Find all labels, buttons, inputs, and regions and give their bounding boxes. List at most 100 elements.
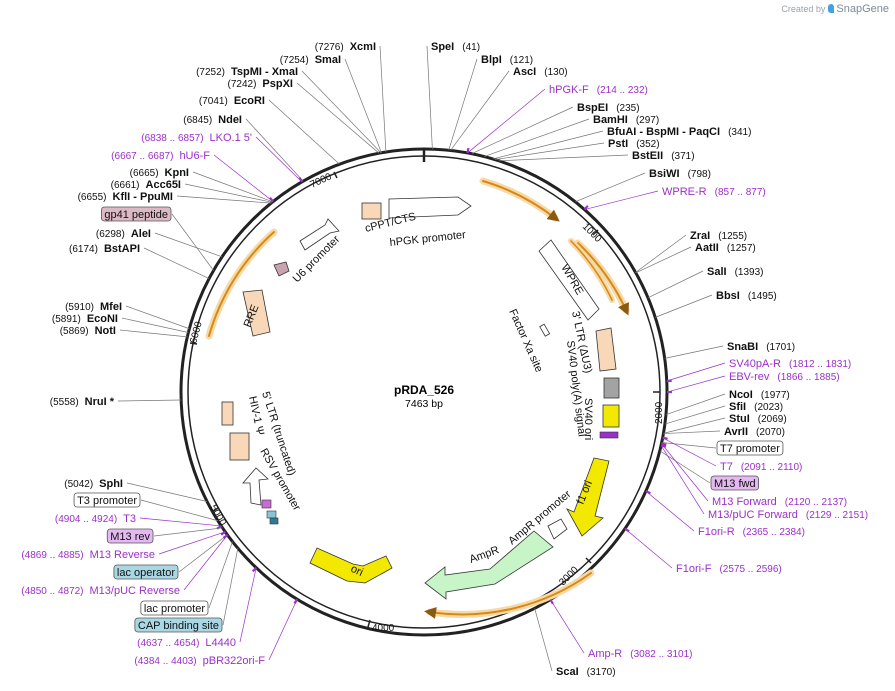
site-name-snabi: SnaBI [727,341,758,353]
site-label-acc65i[interactable]: Acc65I(6661) [111,179,181,191]
leader-line-ncoi [665,393,726,416]
leader-line-smai [344,58,382,153]
site-name-m13-fwd: M13 fwd [714,478,756,490]
primer-mark-m13-puc-forward [660,444,667,448]
site-label-sali[interactable]: SalI(1393) [707,266,763,278]
site-label-ncoi[interactable]: NcoI(1977) [729,389,790,401]
site-label-blpi[interactable]: BlpI(121) [481,54,533,66]
site-label-bstapi[interactable]: BstAPI(6174) [69,243,140,255]
site-label-smai[interactable]: SmaI(7254) [280,54,341,66]
site-label-amp-r[interactable]: Amp-R(3082 .. 3101) [588,648,693,660]
site-label-hu6-f[interactable]: hU6-F(6667 .. 6687) [111,150,210,162]
site-label-m13-forward[interactable]: M13 Forward (2120 .. 2137) [712,496,847,508]
site-label-m13-puc-reverse[interactable]: M13/pUC Reverse(4850 .. 4872) [21,585,180,597]
site-label-lac-operator[interactable]: lac operator [113,564,179,580]
site-label-l4440[interactable]: L4440(4637 .. 4654) [137,637,236,649]
site-label-ecori[interactable]: EcoRI(7041) [199,95,265,107]
site-pos-m13-forward: (2120 .. 2137) [785,497,847,508]
site-label-xcmi[interactable]: XcmI(7276) [315,41,376,53]
site-label-pbr322ori-f[interactable]: pBR322ori-F(4384 .. 4403) [134,655,265,667]
site-label-kfli-ppumi[interactable]: KflI - PpuMI(6655) [78,191,173,203]
leader-line-pbr322ori-f [268,599,298,661]
leader-line-f1ori-f [624,528,673,569]
site-label-scai[interactable]: ScaI(3170) [556,666,616,678]
leader-line-alei [154,232,223,258]
site-label-kpni[interactable]: KpnI(6665) [130,167,189,179]
site-name-m13-reverse: M13 Reverse [90,549,155,561]
site-label-gp41-peptide[interactable]: gp41 peptide [100,206,172,222]
leader-line-mfei [125,305,190,330]
site-label-t7[interactable]: T7(2091 .. 2110) [720,461,802,473]
site-label-pspxi[interactable]: PspXI(7242) [228,78,293,90]
site-label-lac-promoter[interactable]: lac promoter [140,600,209,616]
site-name-f1ori-f: F1ori-F [676,563,712,575]
site-label-spei[interactable]: SpeI(41) [431,41,480,53]
site-label-m13-rev[interactable]: M13 rev [106,528,154,544]
site-label-f1ori-r[interactable]: F1ori-R(2365 .. 2384) [698,526,805,538]
site-name-alei: AleI [131,228,151,240]
site-label-cap-binding-site[interactable]: CAP binding site [134,617,223,633]
site-label-ndei[interactable]: NdeI(6845) [183,114,242,126]
site-label-bsiwi[interactable]: BsiWI(798) [649,168,711,180]
site-label-m13-fwd[interactable]: M13 fwd [710,475,759,491]
site-pos-avrii: (2070) [756,427,785,438]
site-label-sphi[interactable]: SphI(5042) [64,478,123,490]
site-label-nrui[interactable]: NruI *(5558) [50,396,115,408]
site-label-hpgk-f[interactable]: hPGK-F (214 .. 232) [549,84,648,96]
leader-line-sfii [664,405,726,425]
site-label-alei[interactable]: AleI(6298) [96,228,151,240]
site-name-hpgk-f: hPGK-F [549,84,589,96]
primer-mark-lko-1-5 [298,176,303,183]
site-label-bbsi[interactable]: BbsI(1495) [716,290,777,302]
site-label-zrai[interactable]: ZraI(1255) [690,230,747,242]
feature-label-ori: ori [349,563,365,579]
site-label-t7-promoter[interactable]: T7 promoter [716,440,784,456]
leader-line-amp-r [550,599,585,654]
site-label-m13-reverse[interactable]: M13 Reverse (4869 .. 4885) [21,549,155,561]
site-pos-tspmi-xmai: (7252) [196,67,225,78]
primer-mark-f1ori-r [645,490,651,495]
site-label-aatii[interactable]: AatII(1257) [695,242,756,254]
lac-operator-shape [266,510,277,519]
site-label-t3[interactable]: T3(4904 .. 4924) [55,513,136,525]
site-label-sv40pa-r[interactable]: SV40pA-R(1812 .. 1831) [729,358,851,370]
site-label-m13-puc-forward[interactable]: M13/pUC Forward(2129 .. 2151) [708,509,868,521]
site-pos-hpgk-f: (214 .. 232) [597,85,648,96]
site-label-tspmi-xmai[interactable]: TspMI - XmaI (7252) [196,66,298,78]
site-name-bamhi: BamHI [593,114,628,126]
site-label-t3-promoter[interactable]: T3 promoter [73,492,141,508]
site-label-bsteii[interactable]: BstEII(371) [632,150,695,162]
site-label-wpre-r[interactable]: WPRE-R(857 .. 877) [662,186,766,198]
site-pos-m13-reverse: (4869 .. 4885) [21,550,83,561]
site-label-stui[interactable]: StuI(2069) [729,413,787,425]
site-name-asci: AscI [513,66,536,78]
site-name-m13-puc-forward: M13/pUC Forward [708,509,798,521]
site-pos-scai: (3170) [587,667,616,678]
site-label-sfii[interactable]: SfiI(2023) [729,401,783,413]
site-name-m13-forward: M13 Forward [712,496,777,508]
site-pos-pspxi: (7242) [228,79,257,90]
site-label-asci[interactable]: AscI(130) [513,66,568,78]
site-label-bspei[interactable]: BspEI(235) [577,102,640,114]
site-box-m13-rev [106,528,154,544]
factor-xa-shape [539,323,551,337]
site-label-psti[interactable]: PstI(352) [608,138,660,150]
site-name-l4440: L4440 [205,637,236,649]
leader-line-bsiwi [575,172,646,203]
site-label-noti[interactable]: NotI(5869) [60,325,116,337]
site-label-ebv-rev[interactable]: EBV-rev(1866 .. 1885) [729,371,840,383]
site-label-avrii[interactable]: AvrII(2070) [724,426,785,438]
site-label-f1ori-f[interactable]: F1ori-F(2575 .. 2596) [676,563,782,575]
leader-line-f1ori-r [645,490,695,532]
site-label-lko-1-5[interactable]: LKO.1 5'(6838 .. 6857) [141,132,252,144]
site-pos-smai: (7254) [280,55,309,66]
site-name-nrui: NruI * [85,396,115,408]
site-label-bamhi[interactable]: BamHI(297) [593,114,659,126]
site-label-bfuai-bspmi-paqci[interactable]: BfuAI - BspMI - PaqCI(341) [607,126,751,138]
site-name-m13-puc-reverse: M13/pUC Reverse [90,585,180,597]
site-label-econi[interactable]: EcoNI(5891) [52,313,118,325]
site-label-mfei[interactable]: MfeI(5910) [65,301,122,313]
site-label-snabi[interactable]: SnaBI(1701) [727,341,795,353]
site-name-tspmi-xmai: TspMI - XmaI [231,66,298,78]
leader-line-econi [121,317,189,333]
